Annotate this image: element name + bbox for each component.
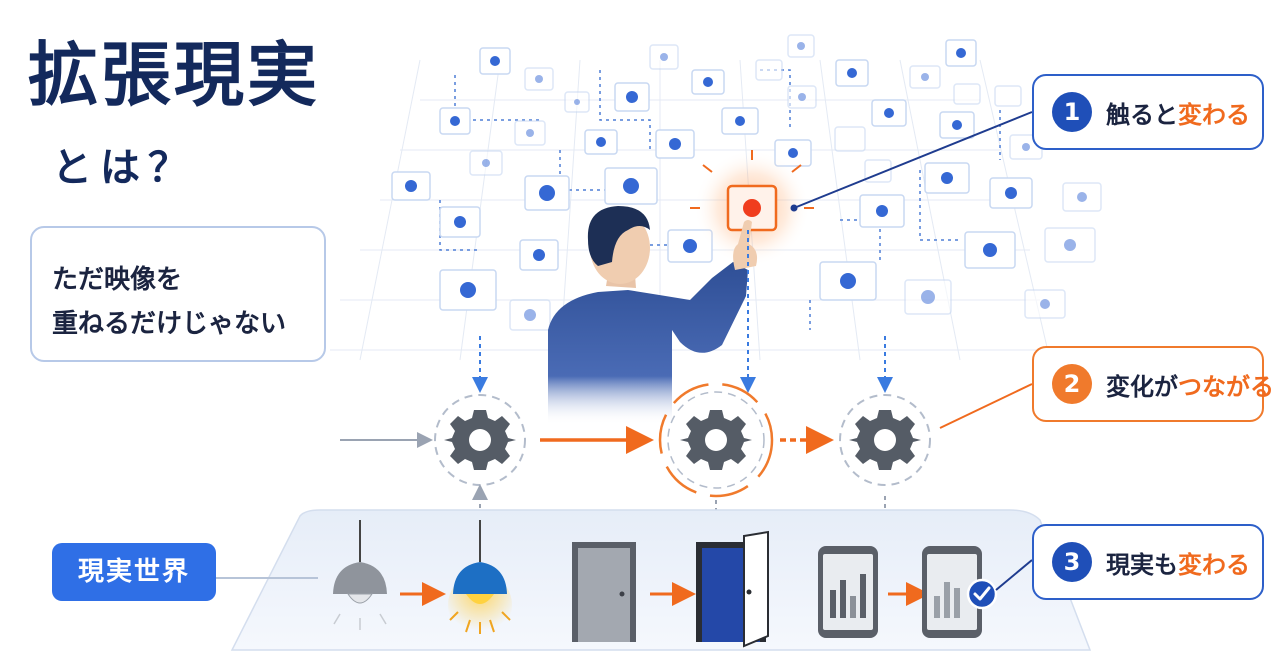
gear-icon: [434, 394, 526, 486]
down-arrows: [472, 230, 893, 393]
intro-line-2: 重ねるだけじゃない: [52, 309, 287, 339]
floating-nodes: [391, 34, 1102, 331]
touch-target-icon[interactable]: [690, 150, 814, 266]
callout-2: 2 変化がつながる: [1032, 346, 1274, 422]
real-world-badge: 現実世界: [52, 543, 216, 601]
door-closed-icon: [572, 542, 636, 642]
callout-3-prefix: 現実も: [1106, 550, 1178, 579]
door-open-icon: [696, 530, 769, 648]
pendant-lamp-off-icon: [333, 520, 387, 630]
callout-2-prefix: 変化が: [1106, 372, 1178, 401]
callout-3: 3 現実も変わる: [1032, 524, 1264, 600]
tablet-chart-icon: [922, 546, 982, 638]
intro-box: ただ映像を 重ねるだけじゃない: [30, 226, 326, 362]
callout-2-highlight: つながる: [1178, 372, 1274, 401]
gear-icon: [839, 394, 931, 486]
pendant-lamp-on-icon: [448, 520, 512, 637]
tablet-chart-icon: [818, 546, 878, 638]
callout-3-connector: [995, 559, 1033, 591]
person-figure: [548, 206, 758, 425]
callout-1-highlight: 変わる: [1178, 100, 1250, 129]
callout-1-number: 1: [1052, 92, 1092, 132]
callout-1-connector: [793, 111, 1033, 209]
callout-3-highlight: 変わる: [1178, 550, 1250, 579]
page-subtitle: とは？: [52, 145, 196, 191]
gear-icon: [658, 382, 774, 498]
callout-2-number: 2: [1052, 364, 1092, 404]
callout-3-number: 3: [1052, 542, 1092, 582]
callout-1-prefix: 触ると: [1106, 100, 1178, 129]
callout-1: 1 触ると変わる: [1032, 74, 1264, 150]
check-circle-icon: [966, 578, 998, 610]
intro-line-1: ただ映像を: [52, 265, 183, 295]
flow-arrows: [540, 383, 1033, 454]
page-title: 拡張現実: [28, 34, 320, 116]
